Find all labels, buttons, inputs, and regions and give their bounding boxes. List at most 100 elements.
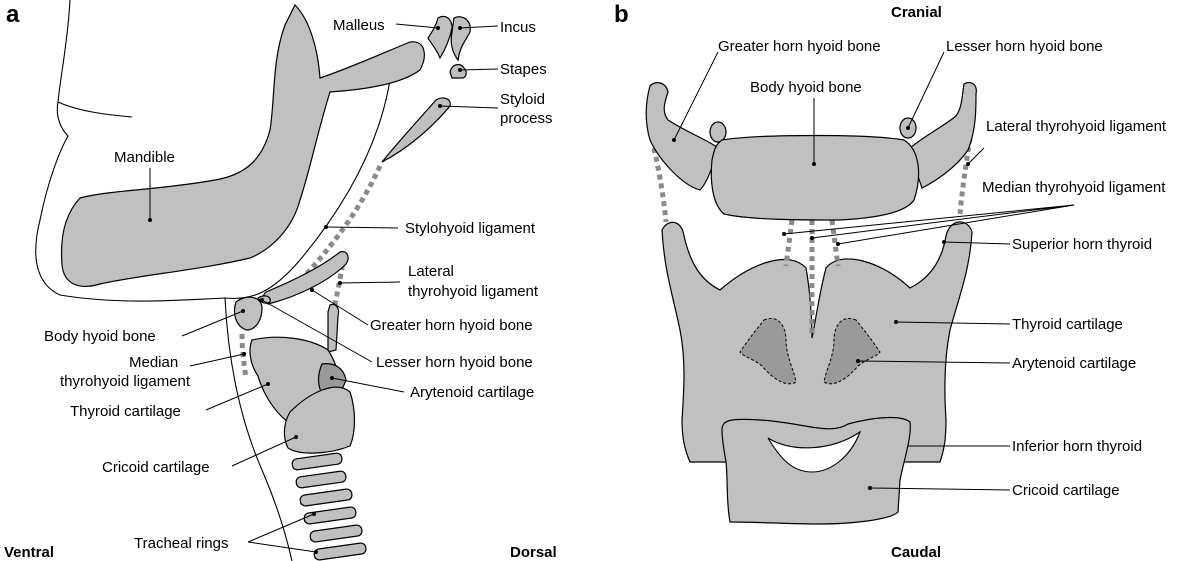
label-cricoid-b: Cricoid cartilage xyxy=(1012,482,1120,499)
leader-lesser-horn xyxy=(261,299,373,363)
orientation-dorsal: Dorsal xyxy=(510,544,557,561)
label-incus: Incus xyxy=(500,19,536,36)
dot xyxy=(856,359,860,363)
leader-median-2 xyxy=(811,204,1075,239)
dot xyxy=(324,225,328,229)
dot xyxy=(260,298,264,302)
leader-greater-horn xyxy=(311,289,369,326)
cricoid-cartilage-shape-a xyxy=(283,386,356,454)
orientation-ventral: Ventral xyxy=(4,544,54,561)
superior-horn-shape-a xyxy=(327,303,340,353)
dot xyxy=(836,242,840,246)
label-tracheal-rings: Tracheal rings xyxy=(134,535,228,552)
dot xyxy=(782,232,786,236)
dot xyxy=(266,382,270,386)
label-thyroid-a: Thyroid cartilage xyxy=(70,403,181,420)
leader-body-hyoid xyxy=(181,310,244,337)
leader-cricoid-b xyxy=(869,487,1011,491)
label-cricoid-a: Cricoid cartilage xyxy=(102,459,210,476)
lateral-thyrohyoid-ligament-right xyxy=(957,137,973,215)
label-body-hyoid-b: Body hyoid bone xyxy=(750,79,862,96)
label-superior-horn-b: Superior horn thyroid xyxy=(1012,236,1152,253)
malleus-shape xyxy=(427,15,453,60)
panel-b-dots xyxy=(672,126,970,490)
dot xyxy=(868,486,872,490)
label-median-thyrohyoid-1: Median xyxy=(129,354,178,371)
dot xyxy=(148,218,152,222)
leader-styloid xyxy=(439,105,499,109)
thyroid-cartilage-shape-b xyxy=(661,221,973,463)
dot xyxy=(672,138,676,142)
dot xyxy=(458,68,462,72)
leader-median-1 xyxy=(783,204,1075,235)
label-arytenoid-b: Arytenoid cartilage xyxy=(1012,355,1136,372)
leader-stylohyoid xyxy=(325,226,399,229)
tracheal-ring xyxy=(295,470,347,489)
leader-incus xyxy=(459,25,499,29)
dot xyxy=(458,26,462,30)
mandible-shape xyxy=(60,3,425,287)
tracheal-ring xyxy=(313,542,367,561)
styloid-process-shape xyxy=(381,97,451,163)
label-stylohyoid: Stylohyoid ligament xyxy=(405,220,536,237)
leader-lateral-thyrohyoid xyxy=(339,281,401,284)
leader-arytenoid xyxy=(331,377,405,393)
tracheal-ring xyxy=(299,488,353,507)
dot xyxy=(330,376,334,380)
leader-lesser-horn-b xyxy=(907,51,945,129)
greater-horn-left-b xyxy=(645,82,719,191)
median-thyrohyoid-ligament-right xyxy=(829,219,841,267)
leader-tracheal-2 xyxy=(247,541,317,553)
greater-horn-shape-a xyxy=(262,251,349,305)
leader-arytenoid-b xyxy=(857,360,1011,364)
dot xyxy=(438,104,442,108)
label-lateral-thyrohyoid-1: Lateral xyxy=(408,263,454,280)
dot xyxy=(294,435,298,439)
tracheal-ring xyxy=(303,506,357,525)
label-greater-horn-a: Greater horn hyoid bone xyxy=(370,317,533,334)
face-profile-outline xyxy=(35,0,293,561)
panel-b-letter: b xyxy=(614,1,629,28)
label-styloid-2: process xyxy=(500,110,553,127)
leader-stapes xyxy=(459,68,499,71)
body-hyoid-shape-a xyxy=(233,296,263,331)
stapes-shape xyxy=(449,63,467,79)
label-arytenoid-a: Arytenoid cartilage xyxy=(410,384,534,401)
dot xyxy=(894,320,898,324)
dot xyxy=(906,126,910,130)
dot xyxy=(942,240,946,244)
label-styloid-1: Styloid xyxy=(500,91,545,108)
leader-thyroid-b xyxy=(895,321,1011,325)
arytenoid-left-b xyxy=(739,318,797,385)
label-lesser-horn-a: Lesser horn hyoid bone xyxy=(376,354,533,371)
label-lesser-horn-b: Lesser horn hyoid bone xyxy=(946,38,1103,55)
dot xyxy=(966,162,970,166)
panel-a-letter: a xyxy=(6,1,20,28)
leader-median-3 xyxy=(837,204,1075,245)
cricoid-opening xyxy=(767,430,862,473)
label-malleus: Malleus xyxy=(333,17,385,34)
leader-thyroid xyxy=(205,383,269,411)
arytenoid-right-b xyxy=(823,318,881,385)
panel-b-leaders xyxy=(673,51,1075,491)
panel-a: a xyxy=(4,0,557,561)
tracheal-ring xyxy=(291,452,343,471)
leader-cricoid xyxy=(231,436,297,467)
label-lateral-thyrohyoid-2: thyrohyoid ligament xyxy=(408,283,539,300)
median-thyrohyoid-ligament-left xyxy=(783,219,795,267)
lesser-horn-left-b xyxy=(709,121,727,143)
label-thyroid-b: Thyroid cartilage xyxy=(1012,316,1123,333)
tracheal-rings-group xyxy=(291,452,367,561)
panel-b: b Cranial Caudal xyxy=(614,1,1167,561)
greater-horn-right-b xyxy=(909,81,977,189)
leader-median-thyrohyoid xyxy=(189,353,245,367)
median-thyrohyoid-ligament-line-a xyxy=(239,333,249,379)
dot xyxy=(810,236,814,240)
panel-a-dots xyxy=(148,26,462,554)
label-median-thyrohyoid-b: Median thyrohyoid ligament xyxy=(982,179,1166,196)
incus-shape xyxy=(450,16,471,62)
dot xyxy=(314,550,318,554)
label-body-hyoid-a: Body hyoid bone xyxy=(44,328,156,345)
dot xyxy=(241,309,245,313)
